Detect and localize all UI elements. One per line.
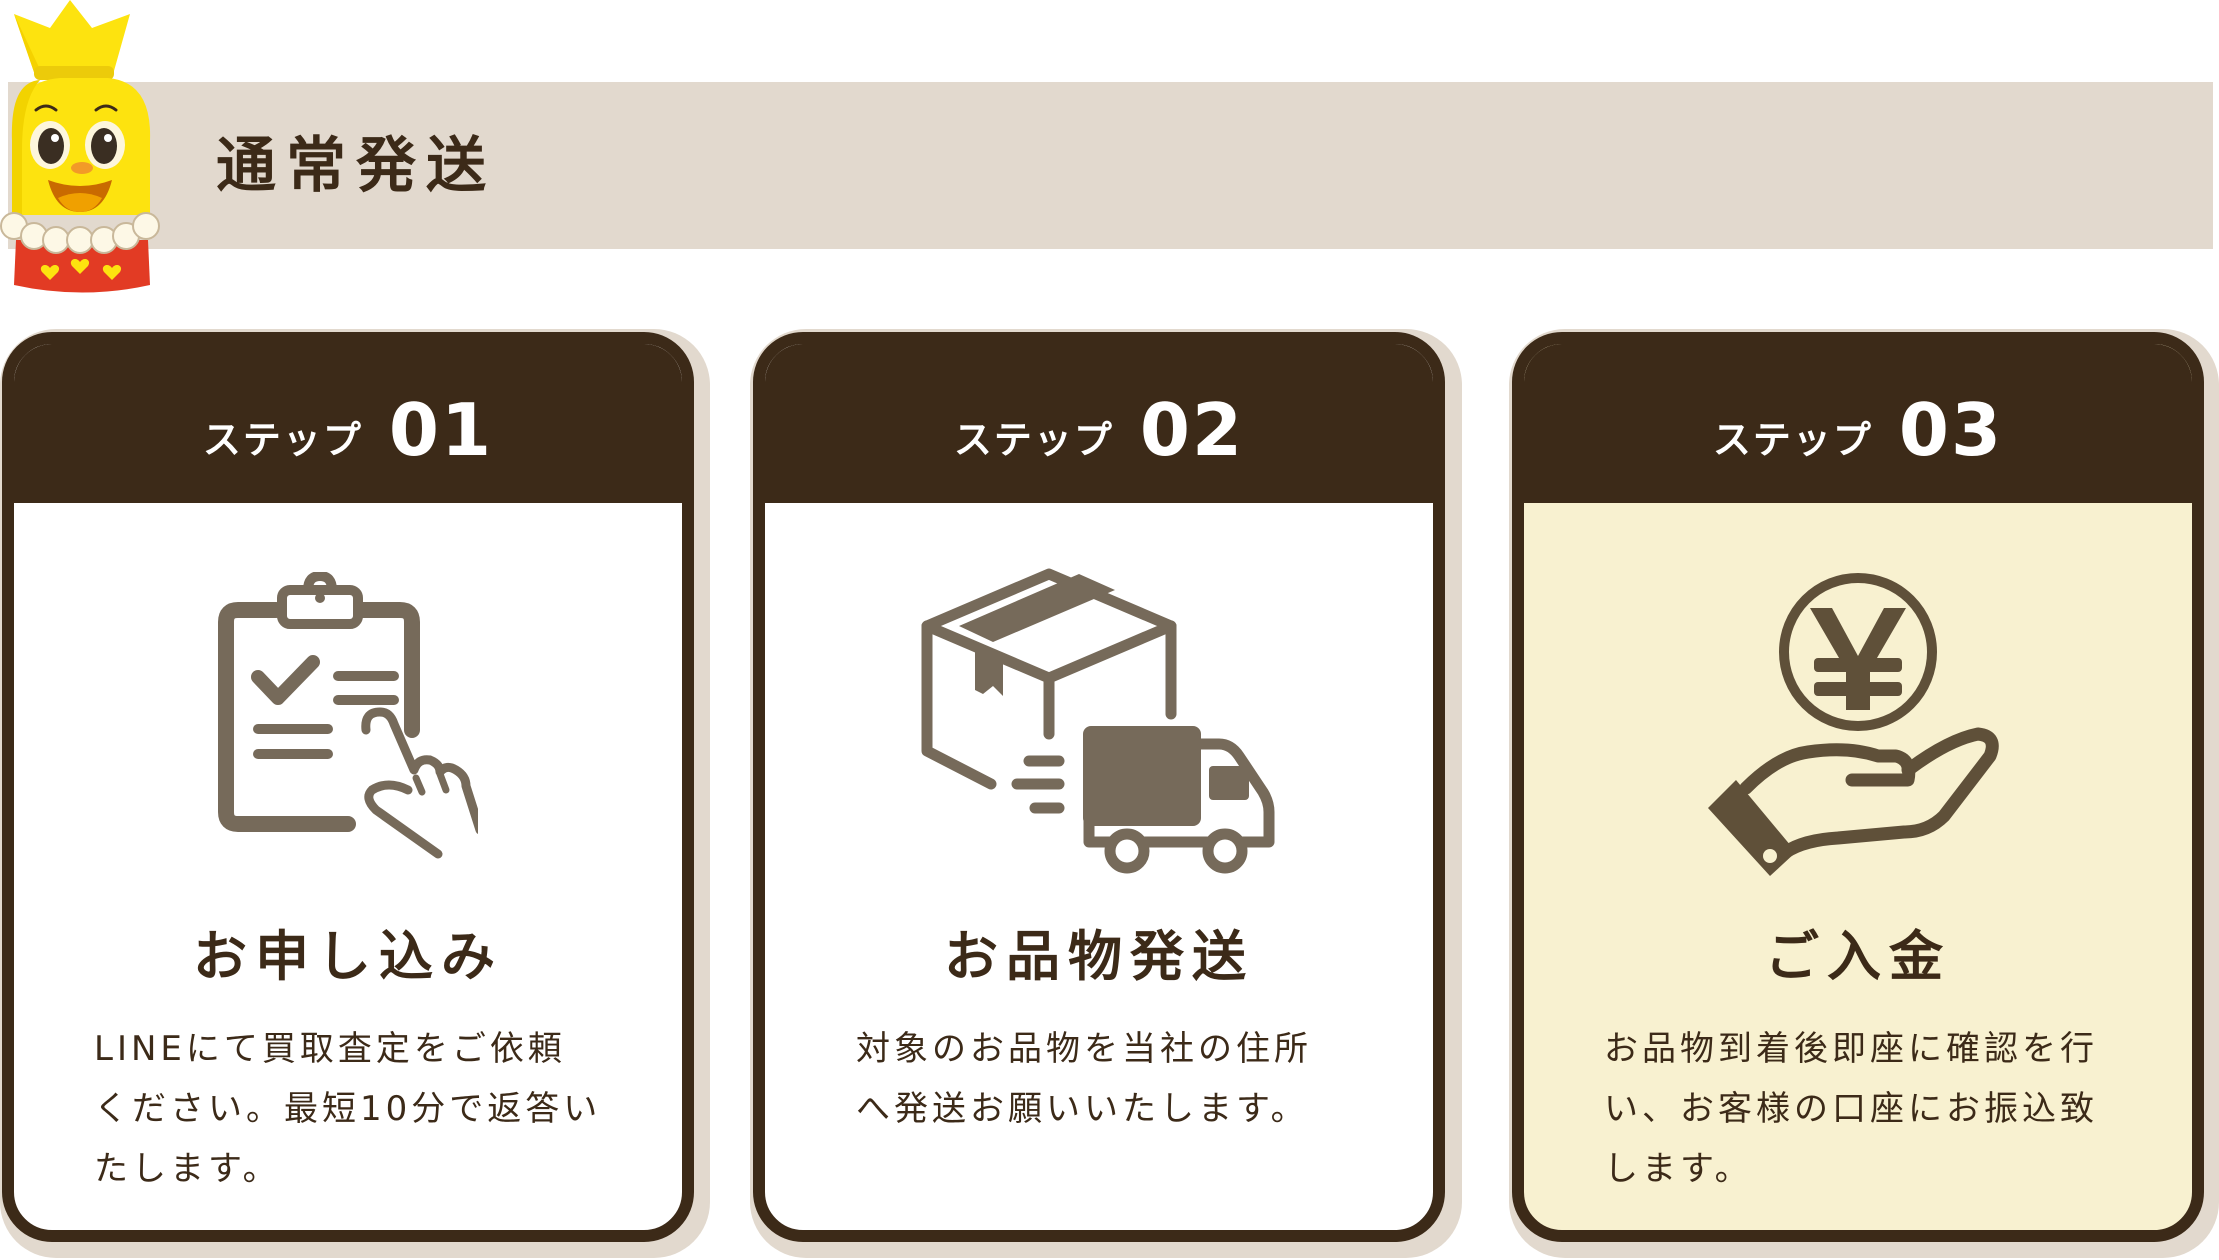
step-number: 01 bbox=[388, 387, 494, 472]
description-line: お品物到着後即座に確認を行 bbox=[1604, 1029, 2098, 1069]
description-line: LINEにて買取査定をご依頼 bbox=[94, 1029, 566, 1069]
description-line: い、お客様の口座にお振込致 bbox=[1604, 1089, 2098, 1129]
step-card-1: ステップ 01 お申し込み LINEにて買取査定をご依頼 ください。最短10分で… bbox=[2, 332, 694, 1242]
step-header: ステップ 03 bbox=[1524, 344, 2192, 503]
step-description: お品物到着後即座に確認を行 い、お客様の口座にお振込致 します。 bbox=[1604, 1019, 2152, 1199]
mascot-icon bbox=[0, 0, 160, 293]
step-card-3: ステップ 03 ご入金 お品物到着後即座に確認を行 い、お客様の口座にお振込致 … bbox=[1512, 332, 2204, 1242]
step-title: お申し込み bbox=[193, 925, 503, 988]
step-number: 02 bbox=[1139, 387, 1245, 472]
description-line: たします。 bbox=[94, 1149, 281, 1189]
clipboard-tap-icon bbox=[218, 572, 478, 859]
yen-hand-icon bbox=[1708, 573, 1999, 876]
step-title: ご入金 bbox=[1765, 925, 1951, 988]
description-line: 対象のお品物を当社の住所 bbox=[856, 1029, 1312, 1069]
step-label: ステップ bbox=[202, 418, 363, 462]
section-banner bbox=[8, 82, 2213, 249]
box-truck-icon bbox=[921, 568, 1275, 874]
section-title: 通常発送 bbox=[216, 131, 496, 201]
step-number: 03 bbox=[1898, 387, 2004, 472]
step-header: ステップ 01 bbox=[14, 344, 682, 503]
step-description: 対象のお品物を当社の住所 へ発送お願いいたします。 bbox=[856, 1019, 1393, 1139]
description-line: へ発送お願いいたします。 bbox=[856, 1089, 1309, 1129]
step-title: お品物発送 bbox=[944, 925, 1254, 988]
step-label: ステップ bbox=[953, 418, 1114, 462]
step-label: ステップ bbox=[1712, 418, 1873, 462]
description-line: します。 bbox=[1604, 1149, 1753, 1189]
step-description: LINEにて買取査定をご依頼 ください。最短10分で返答い たします。 bbox=[94, 1019, 642, 1199]
description-line: ください。最短10分で返答い bbox=[94, 1089, 602, 1129]
step-card-2: ステップ 02 お品物発送 対象のお品物を当社の住所 へ発送お願いいたします。 bbox=[753, 332, 1445, 1242]
step-header: ステップ 02 bbox=[765, 344, 1433, 503]
